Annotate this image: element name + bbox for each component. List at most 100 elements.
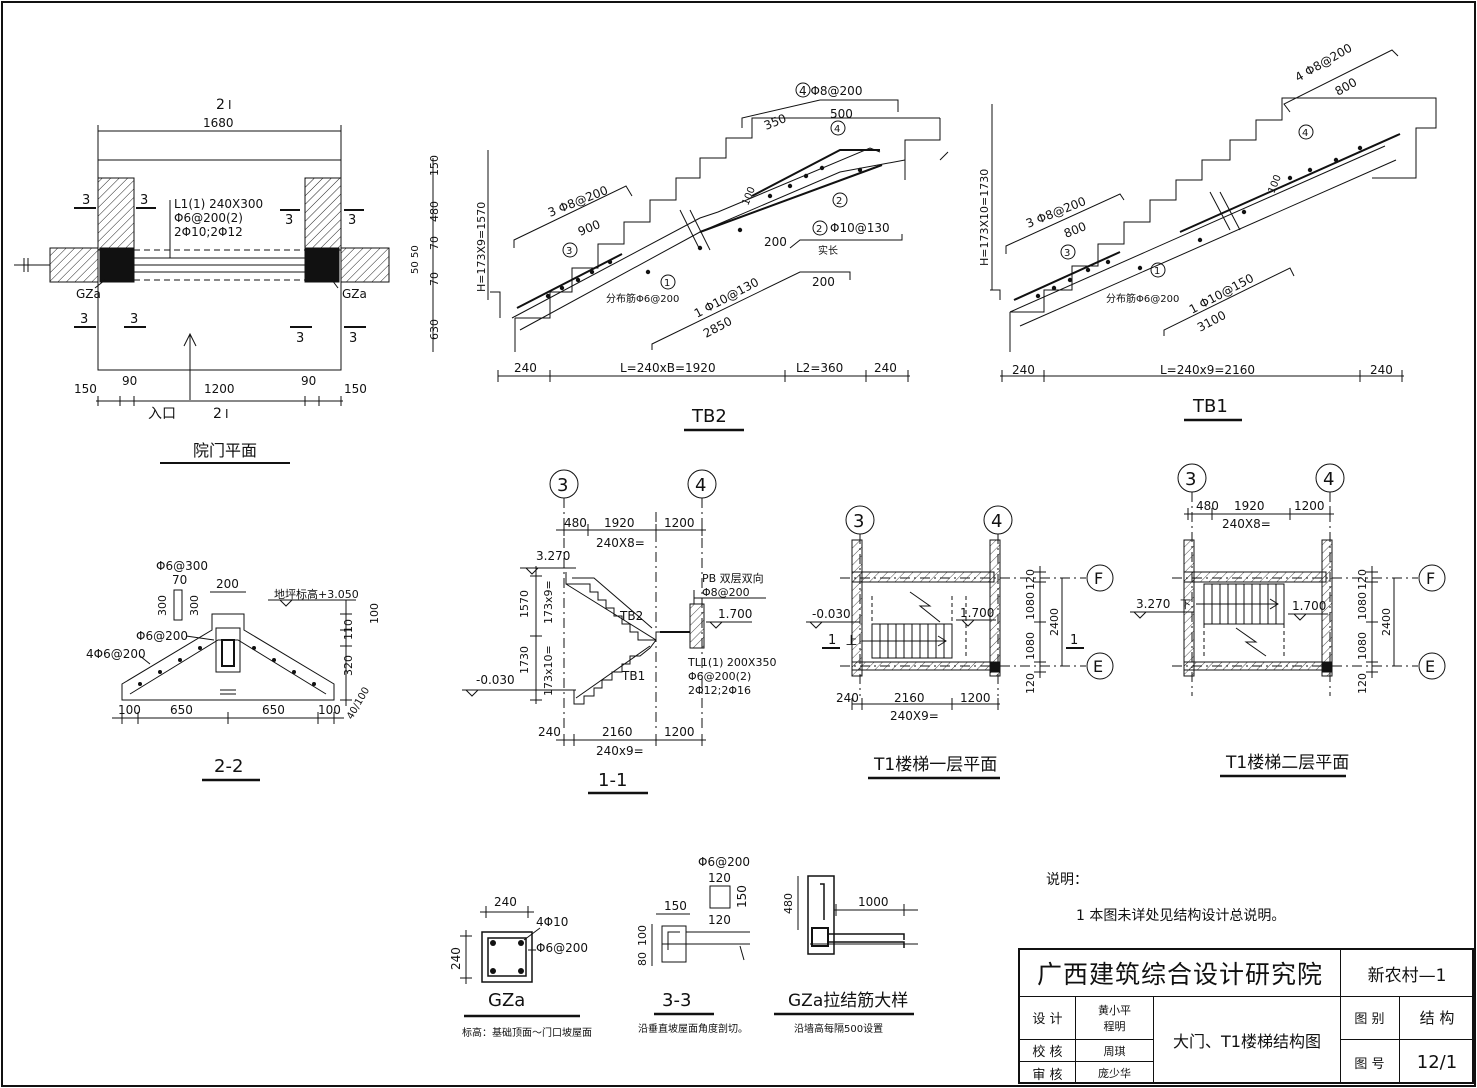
p2-tsub: 240X8=	[1222, 517, 1271, 531]
s22-slope: 40/100	[345, 686, 372, 722]
cut-mark-3a: 3	[82, 193, 90, 208]
p1-bdim-1: 2160	[894, 691, 925, 705]
p2-rdim-4: 120	[1356, 673, 1369, 694]
p2-lvl-b: 1.700	[1292, 599, 1326, 613]
cut-mark-3b: 3	[140, 193, 148, 208]
cut-mark-3f: 3	[130, 312, 138, 327]
s11-ldim-1: 173x9=	[542, 580, 555, 624]
tb1-title: TB1	[1192, 396, 1228, 417]
p1-rdim-0: 120	[1024, 569, 1037, 590]
notes-heading: 说明：	[1046, 872, 1088, 888]
s33-d80: 80	[636, 952, 649, 966]
p1-rdim-3: 1080	[1024, 632, 1037, 660]
s11-ldim-3: 173x10=	[542, 645, 555, 696]
dp-dim-0: 150	[74, 382, 97, 396]
section-bar-glyph: Ⅰ	[228, 98, 232, 112]
gza-label-left: GZa	[76, 287, 101, 301]
tb2-height-label: H=173X9=1570	[475, 202, 488, 292]
door-plan-title: 院门平面	[193, 441, 257, 460]
tb2-bar4-len: 500	[830, 107, 853, 121]
tie-note: 沿墙高每隔500设置	[794, 1022, 883, 1035]
tb2-bar2-note: 实长	[818, 244, 838, 257]
tb2-title: TB2	[691, 406, 727, 427]
p1-cut-right: 1	[1070, 633, 1078, 648]
tb2-bar3-len: 900	[576, 217, 602, 239]
tb1-bar3-len: 800	[1062, 219, 1088, 241]
tb2-bdim-1: L=240xB=1920	[620, 361, 716, 375]
p2-axis-a: 3	[1185, 469, 1196, 490]
s22-bdim-3: 100	[318, 703, 341, 717]
designer-2: 程明	[1103, 1019, 1126, 1033]
tb2-n1-a: 1	[664, 278, 670, 289]
tb2-bdim-0: 240	[514, 361, 537, 375]
tb1-bdim-1: L=240x9=2160	[1160, 363, 1255, 377]
s22-bdim-2: 650	[262, 703, 285, 717]
s11-title: 1-1	[598, 770, 627, 791]
institute-name: 广西建筑综合设计研究院	[1020, 950, 1341, 997]
s22-bdim-0: 100	[118, 703, 141, 717]
tb2-n3-b: 3	[566, 246, 572, 257]
s11-axis-b: 4	[695, 475, 706, 496]
p2-rdim-1: 1080	[1356, 592, 1369, 620]
s22-dim300a: 300	[156, 595, 169, 616]
s22-dim300b: 300	[188, 595, 201, 616]
beam-label-3: 2Φ10;2Φ12	[174, 225, 243, 239]
designer-cell: 黄小平 程明	[1076, 996, 1154, 1040]
s11-pb-bar: Φ8@200	[702, 586, 750, 599]
s33-d150a: 150	[735, 885, 749, 908]
notes-item: 1 本图未详处见结构设计总说明。	[1076, 908, 1285, 924]
s33-d100: 100	[636, 925, 649, 946]
p1-bdim-2: 1200	[960, 691, 991, 705]
s22-bar-a: Φ6@200	[136, 629, 188, 643]
section-1-1: 3 4 480 1920 1200 240X8= 3.270 PB 双层双向 Φ…	[462, 469, 776, 795]
dp-dim-2: 1200	[204, 382, 235, 396]
p1-up: 上	[846, 634, 857, 647]
cut-mark-3d: 3	[348, 213, 356, 228]
notes: 说明： 1 本图未详处见结构设计总说明。	[1046, 872, 1285, 924]
cut-mark-3c: 3	[285, 213, 293, 228]
tb2-dim-630: 630	[428, 319, 441, 340]
tb2-bar1-hook: 200	[812, 275, 835, 289]
designer-1: 黄小平	[1098, 1003, 1131, 1017]
check-label: 校 核	[1020, 1040, 1076, 1062]
tb2-bar4: Φ8@200	[810, 84, 862, 98]
p1-axis-e: E	[1093, 657, 1103, 676]
s11-lvl-bot: -0.030	[476, 673, 515, 687]
tb2-dim-50b: 50	[410, 245, 421, 258]
drawing-name: 大门、T1楼梯结构图	[1154, 996, 1341, 1084]
s22-bar-b: 4Φ6@200	[86, 647, 146, 661]
p1-rdim-4: 120	[1024, 673, 1037, 694]
p2-axis-b: 4	[1323, 469, 1334, 490]
tb1-bdim-0: 240	[1012, 363, 1035, 377]
p2-rdim-2: 2400	[1380, 608, 1393, 636]
door-plan: 2 Ⅰ 1680 L1(1) 240X300 Φ6@200(2) 2Φ10;2Φ…	[14, 97, 390, 464]
s33-bar: Φ6@200	[698, 855, 750, 869]
s11-lvl-mid: 1.700	[718, 607, 752, 621]
tb2-dim-50a: 50	[410, 261, 421, 274]
p1-lvl-b: 1.700	[960, 606, 994, 620]
gza-note: 标高：基础顶面～门口坡屋面	[462, 1026, 592, 1039]
p1-axis-f: F	[1094, 569, 1103, 588]
s11-bdim-0: 240	[538, 725, 561, 739]
tb1-bar4-label: 4 Φ8@200	[1293, 41, 1355, 85]
tb1-bdim-2: 240	[1370, 363, 1393, 377]
s11-ldim-0: 1570	[518, 590, 531, 618]
tb2-bar3-label: 3 Φ8@200	[546, 183, 610, 220]
tb2-bar4-seg: 350	[762, 111, 788, 133]
gza-title: GZa	[488, 990, 525, 1011]
tb1-n1-a: 1	[1154, 266, 1160, 277]
s22-dim100: 100	[368, 603, 381, 624]
s11-tl1-1: TL1(1) 200X350	[687, 656, 776, 669]
tb2-detail: H=173X9=1570 150 480 50 50 70 70 630 4 Φ…	[410, 82, 949, 432]
title-block: 广西建筑综合设计研究院 新农村—1 设 计 黄小平 程明 校 核 周琪 审 核 …	[1018, 948, 1474, 1084]
cut-mark-3h: 3	[349, 331, 357, 346]
section-2-2: Φ6@300 70 300 300 200 地坪标高+3.050 Φ6@200 …	[86, 559, 381, 782]
dp-dim-4: 150	[344, 382, 367, 396]
tb2-n3: 3	[546, 204, 558, 220]
tb2-bar4-label: 4 Φ8@200	[799, 84, 862, 98]
tb2-dim-70a: 70	[428, 236, 441, 250]
p1-bdim-0: 240	[836, 691, 859, 705]
checker: 周琪	[1076, 1040, 1154, 1062]
p2-rdim-3: 1080	[1356, 632, 1369, 660]
p2-tdim-0: 480	[1196, 499, 1219, 513]
